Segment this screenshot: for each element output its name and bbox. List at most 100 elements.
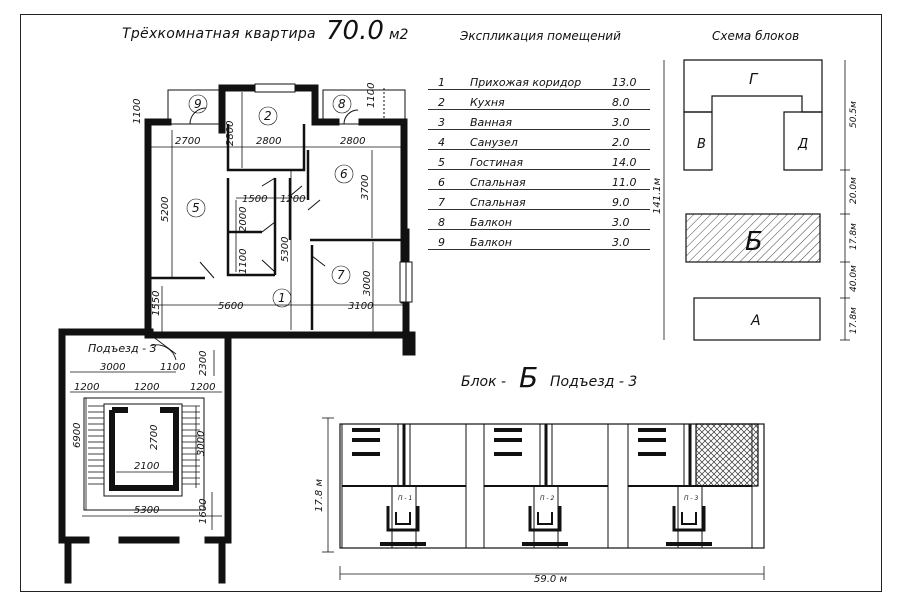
block-scheme	[683, 59, 823, 341]
entrance-3-label: П - 3	[684, 495, 698, 502]
block-title: Блок -	[461, 374, 507, 390]
stair-core	[109, 407, 179, 491]
dim-1100-balcony-9: 1100	[132, 99, 143, 124]
apartment-plan	[144, 83, 416, 356]
dim-2100: 2100	[134, 461, 159, 472]
apartment-area: 70.0	[326, 16, 384, 46]
scheme-dimension-lines	[663, 60, 850, 341]
dim-6900: 6900	[72, 423, 83, 448]
block-B-outline	[685, 213, 821, 263]
stair-core	[386, 506, 420, 532]
entrance-2-label: П - 2	[540, 495, 554, 502]
scheme-dim-20-0: 20.0м	[849, 177, 859, 204]
block-section	[341, 423, 467, 549]
scheme-total-height: 141.1м	[652, 177, 663, 214]
room-numbers: 9 2 8 5 6 1 7	[186, 94, 354, 308]
dim-3000: 3000	[362, 271, 373, 296]
dim-5600: 5600	[218, 301, 243, 312]
apartment-bottom-left	[483, 485, 535, 549]
scheme-dim-40-0: 40.0м	[849, 265, 859, 292]
dim-2800-right: 2800	[340, 136, 365, 147]
room-5-number: 5	[192, 201, 200, 215]
room-5-marker	[186, 198, 206, 218]
block-B-label: Б	[745, 227, 763, 257]
scheme-labels: Г В Д Б А 141.1м 50.5м 20.0м 17.8м 40.0м…	[652, 70, 859, 334]
drawing-frame	[20, 14, 882, 592]
room-2-number: 2	[264, 109, 272, 123]
block-height-label: 17.8 м	[314, 479, 325, 512]
room-2-marker	[258, 106, 278, 126]
entrance-1-label: П - 1	[398, 495, 412, 502]
stair-core	[528, 506, 562, 532]
scheme-title: Схема блоков	[712, 29, 800, 43]
apartment-area-unit: м2	[389, 27, 409, 43]
dim-1550: 1550	[151, 291, 162, 316]
dim-2000: 2000	[238, 207, 249, 232]
apartment-bottom-right	[415, 485, 467, 549]
apartment-bottom-left	[627, 485, 679, 549]
scheme-dim-50-5: 50.5м	[849, 101, 859, 128]
room-6-marker	[334, 164, 354, 184]
block-A-label: А	[750, 313, 761, 329]
dim-1200-middle: 1200	[134, 382, 159, 393]
room-7-marker	[331, 265, 351, 285]
room-6-number: 6	[340, 167, 348, 181]
dim-2700: 2700	[175, 136, 200, 147]
dim-5200: 5200	[160, 197, 171, 222]
dim-1500: 1500	[242, 194, 267, 205]
block-width-label: 59.0 м	[534, 574, 567, 585]
apartment-dimensions: 1100 2800 1100 2700 2800 2800 5200 1500 …	[132, 83, 377, 316]
dim-2800-top: 2800	[256, 136, 281, 147]
room-7-number: 7	[337, 268, 345, 282]
scheme-dim-17-8-top: 17.8м	[849, 223, 859, 250]
stairwell-plan	[58, 328, 232, 584]
explication-title: Экспликация помещений	[460, 29, 621, 43]
block-letter: Б	[519, 361, 539, 394]
dim-1200-right: 1200	[190, 382, 215, 393]
stair-steps	[88, 405, 104, 485]
block-V-outline	[683, 111, 713, 171]
block-G-label: Г	[749, 70, 759, 88]
block-V-label: В	[697, 137, 706, 152]
apartment-title: Трёхкомнатная квартира	[122, 26, 316, 42]
dim-3700: 3700	[360, 175, 371, 200]
entrance-label: Подъезд - 3	[88, 342, 157, 355]
block-subtitle: Подъезд - 3	[550, 374, 638, 390]
apartment-partitions	[150, 124, 404, 330]
dim-5300: 5300	[134, 505, 159, 516]
dim-1200-left: 1200	[74, 382, 99, 393]
block-section	[483, 423, 609, 549]
block-plan-labels: П - 1 П - 2 П - 3 17.8 м 59.0 м	[314, 479, 698, 585]
block-D-label: Д	[797, 137, 808, 152]
dim-1600: 1600	[198, 499, 209, 524]
stair-inner	[395, 512, 411, 525]
dim-1100-balcony-8: 1100	[366, 83, 377, 108]
scheme-dim-17-8-bottom: 17.8м	[849, 307, 859, 334]
room-9-marker	[188, 94, 208, 114]
apartment-bottom-left	[341, 485, 393, 549]
dim-5300-corridor: 5300	[280, 237, 291, 262]
dim-1100-entrance: 1100	[160, 362, 185, 373]
block-plan-dimension-lines	[322, 417, 765, 580]
stair-inner	[681, 512, 697, 525]
apartment-windows	[254, 83, 413, 303]
balcony-8	[322, 88, 406, 125]
apartment-bottom-right	[701, 485, 753, 549]
apartment-bottom-right	[557, 485, 609, 549]
room-8-marker	[332, 94, 352, 114]
stair-steps-right	[182, 405, 200, 485]
block-D-outline	[783, 111, 823, 171]
dim-3000-stair: 3000	[196, 431, 207, 456]
dim-2800-kitchen: 2800	[225, 121, 236, 146]
stair-landing	[83, 397, 205, 511]
dim-3000-entrance: 3000	[100, 362, 125, 373]
apartment-dimension-lines	[148, 92, 404, 335]
